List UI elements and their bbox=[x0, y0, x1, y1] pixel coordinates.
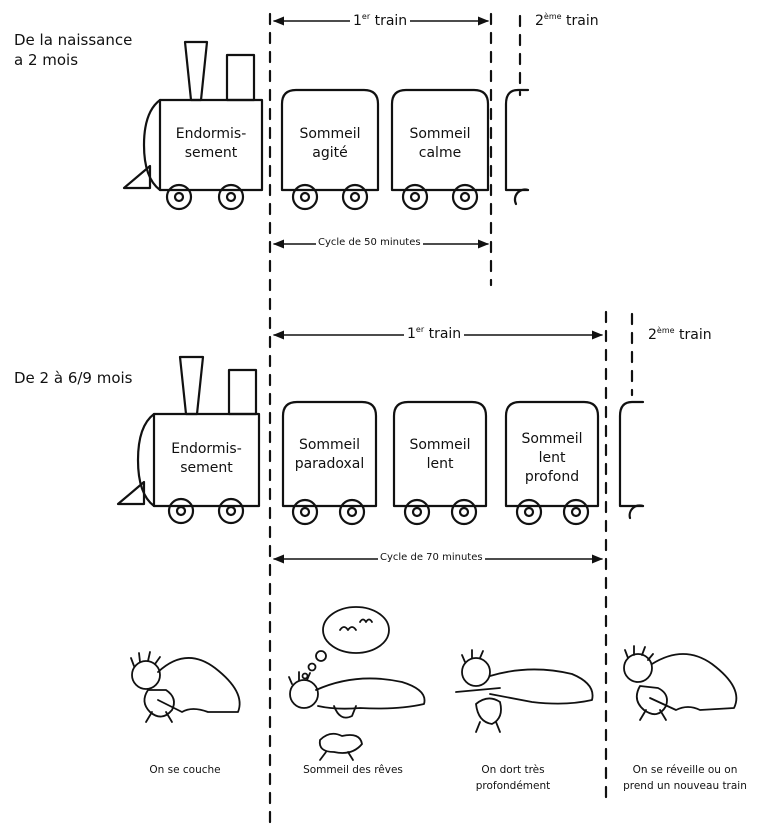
wagon-label-lent-profond: Sommeil lent profond bbox=[521, 431, 583, 485]
wagon-2-3 bbox=[504, 400, 600, 526]
wagon-2-2 bbox=[392, 400, 488, 526]
age-label-newborn: De la naissance a 2 mois bbox=[14, 31, 133, 69]
baby-dreaming bbox=[288, 606, 426, 761]
wagon-2-1 bbox=[281, 400, 378, 526]
locomotive-1 bbox=[122, 40, 264, 211]
cycle-label-50: Cycle de 50 minutes bbox=[316, 237, 423, 248]
train-label-2: 2ème train bbox=[535, 12, 599, 29]
locomotive-label-2: Endormis- sement bbox=[171, 441, 242, 476]
train-label-1: 1er train bbox=[350, 12, 411, 29]
locomotive-2 bbox=[116, 355, 261, 525]
train-label-2b: 2ème train bbox=[648, 326, 712, 343]
wagon-label-lent: Sommeil lent bbox=[409, 437, 471, 472]
wagon-label-agite: Sommeil agité bbox=[299, 126, 361, 161]
train-label-1b: 1er train bbox=[404, 325, 465, 342]
age-label-2-to-6-9: De 2 à 6/9 mois bbox=[14, 369, 133, 387]
wagon-label-paradoxal: Sommeil paradoxal bbox=[294, 437, 365, 472]
wagon-1-1 bbox=[280, 88, 380, 211]
locomotive-label-1: Endormis- sement bbox=[175, 126, 247, 161]
baby-lying-down bbox=[130, 651, 241, 723]
wagon-1-partial bbox=[504, 88, 530, 206]
caption-on-dort-tres-profondement: On dort très profondément bbox=[475, 764, 551, 792]
caption-on-se-couche: On se couche bbox=[149, 764, 221, 776]
wagon-2-partial bbox=[618, 400, 645, 520]
cycle-label-70: Cycle de 70 minutes bbox=[378, 552, 485, 563]
caption-on-se-reveille: On se réveille ou on prend un nouveau tr… bbox=[623, 764, 747, 792]
caption-sommeil-des-reves: Sommeil des rêves bbox=[303, 764, 403, 776]
wagon-1-2 bbox=[390, 88, 490, 211]
baby-waking bbox=[623, 645, 738, 721]
wagon-label-calme: Sommeil calme bbox=[409, 126, 471, 161]
baby-deep-sleep bbox=[455, 649, 594, 733]
